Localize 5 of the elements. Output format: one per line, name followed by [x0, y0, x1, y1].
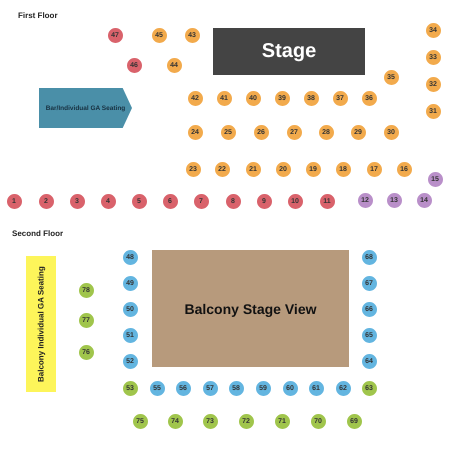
seating-area: Balcony Individual GA Seating [26, 256, 56, 392]
stage-view-area: Balcony Stage View [152, 250, 349, 367]
stage-area: Stage [213, 28, 365, 75]
floor-heading: Second Floor [12, 229, 64, 238]
floor-heading: First Floor [18, 11, 58, 20]
